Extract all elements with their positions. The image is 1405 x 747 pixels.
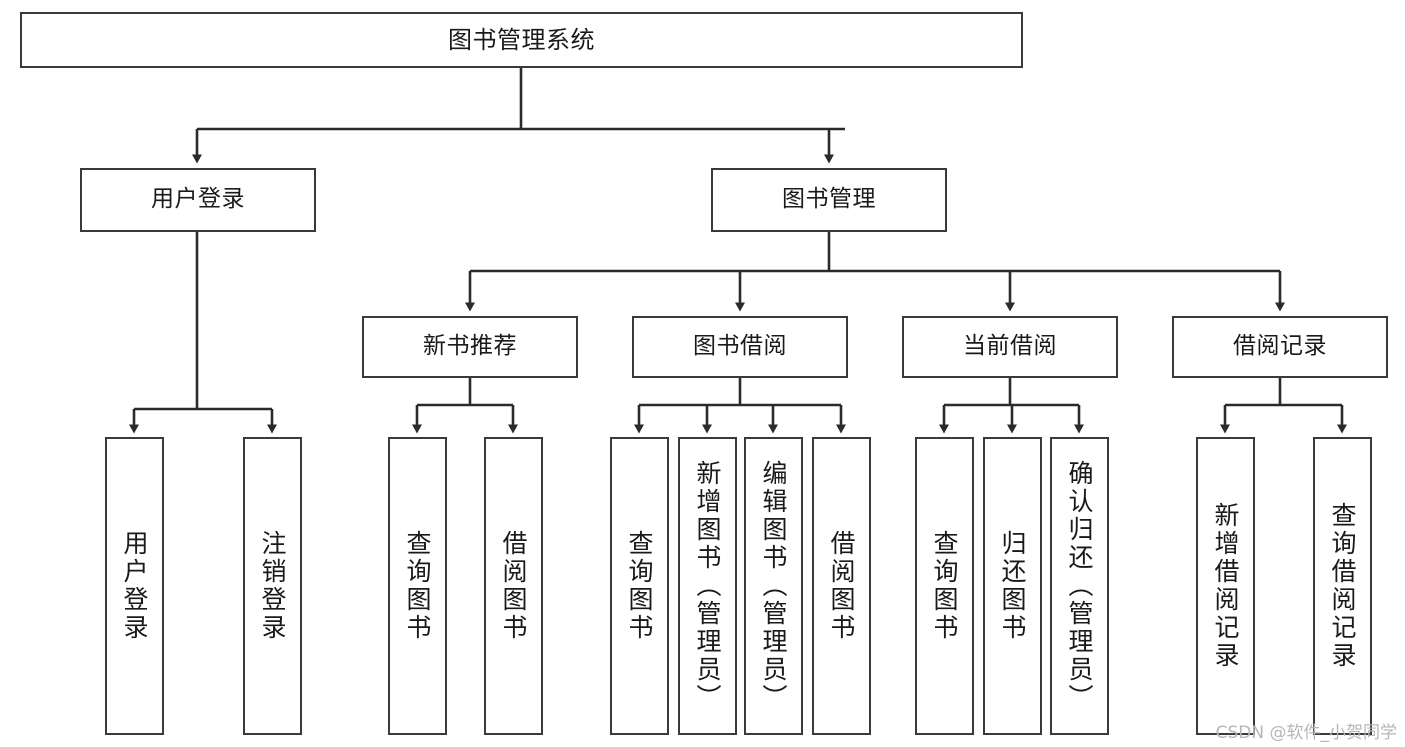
leaf-query-record[interactable]: 查询借阅记录 [1313,437,1372,735]
node-label: 编辑图书（管理员） [759,460,788,712]
node-label: 查询图书 [625,530,654,642]
leaf-query-book-2[interactable]: 查询图书 [610,437,669,735]
leaf-edit-book[interactable]: 编辑图书（管理员） [744,437,803,735]
node-label: 注销登录 [258,530,287,642]
node-label: 用户登录 [151,186,245,213]
node-label: 查询图书 [930,530,959,642]
leaf-borrow-book-2[interactable]: 借阅图书 [812,437,871,735]
leaf-query-book-3[interactable]: 查询图书 [915,437,974,735]
node-label: 用户登录 [120,530,149,642]
node-label: 新增借阅记录 [1211,502,1240,670]
node-label: 新书推荐 [423,333,517,360]
node-current-borrow[interactable]: 当前借阅 [902,316,1118,378]
node-new-book-recommend[interactable]: 新书推荐 [362,316,578,378]
leaf-borrow-book-1[interactable]: 借阅图书 [484,437,543,735]
leaf-add-record[interactable]: 新增借阅记录 [1196,437,1255,735]
leaf-user-login[interactable]: 用户登录 [105,437,164,735]
node-book-manage[interactable]: 图书管理 [711,168,947,232]
node-borrow-record[interactable]: 借阅记录 [1172,316,1388,378]
node-label: 归还图书 [998,530,1027,642]
node-root-system[interactable]: 图书管理系统 [20,12,1023,68]
node-label: 当前借阅 [963,333,1057,360]
node-label: 图书管理系统 [448,25,595,54]
leaf-query-book-1[interactable]: 查询图书 [388,437,447,735]
node-label: 查询图书 [403,530,432,642]
node-label: 图书借阅 [693,333,787,360]
leaf-confirm-return[interactable]: 确认归还（管理员） [1050,437,1109,735]
node-label: 借阅图书 [827,530,856,642]
node-label: 图书管理 [782,186,876,213]
leaf-add-book[interactable]: 新增图书（管理员） [678,437,737,735]
node-label: 新增图书（管理员） [693,460,722,712]
watermark-text: CSDN @软件_小贺同学 [1215,723,1397,743]
node-label: 查询借阅记录 [1328,502,1357,670]
node-label: 借阅图书 [499,530,528,642]
node-label: 借阅记录 [1233,333,1327,360]
node-book-borrow[interactable]: 图书借阅 [632,316,848,378]
leaf-logout[interactable]: 注销登录 [243,437,302,735]
node-user-login[interactable]: 用户登录 [80,168,316,232]
leaf-return-book[interactable]: 归还图书 [983,437,1042,735]
node-label: 确认归还（管理员） [1065,460,1094,712]
